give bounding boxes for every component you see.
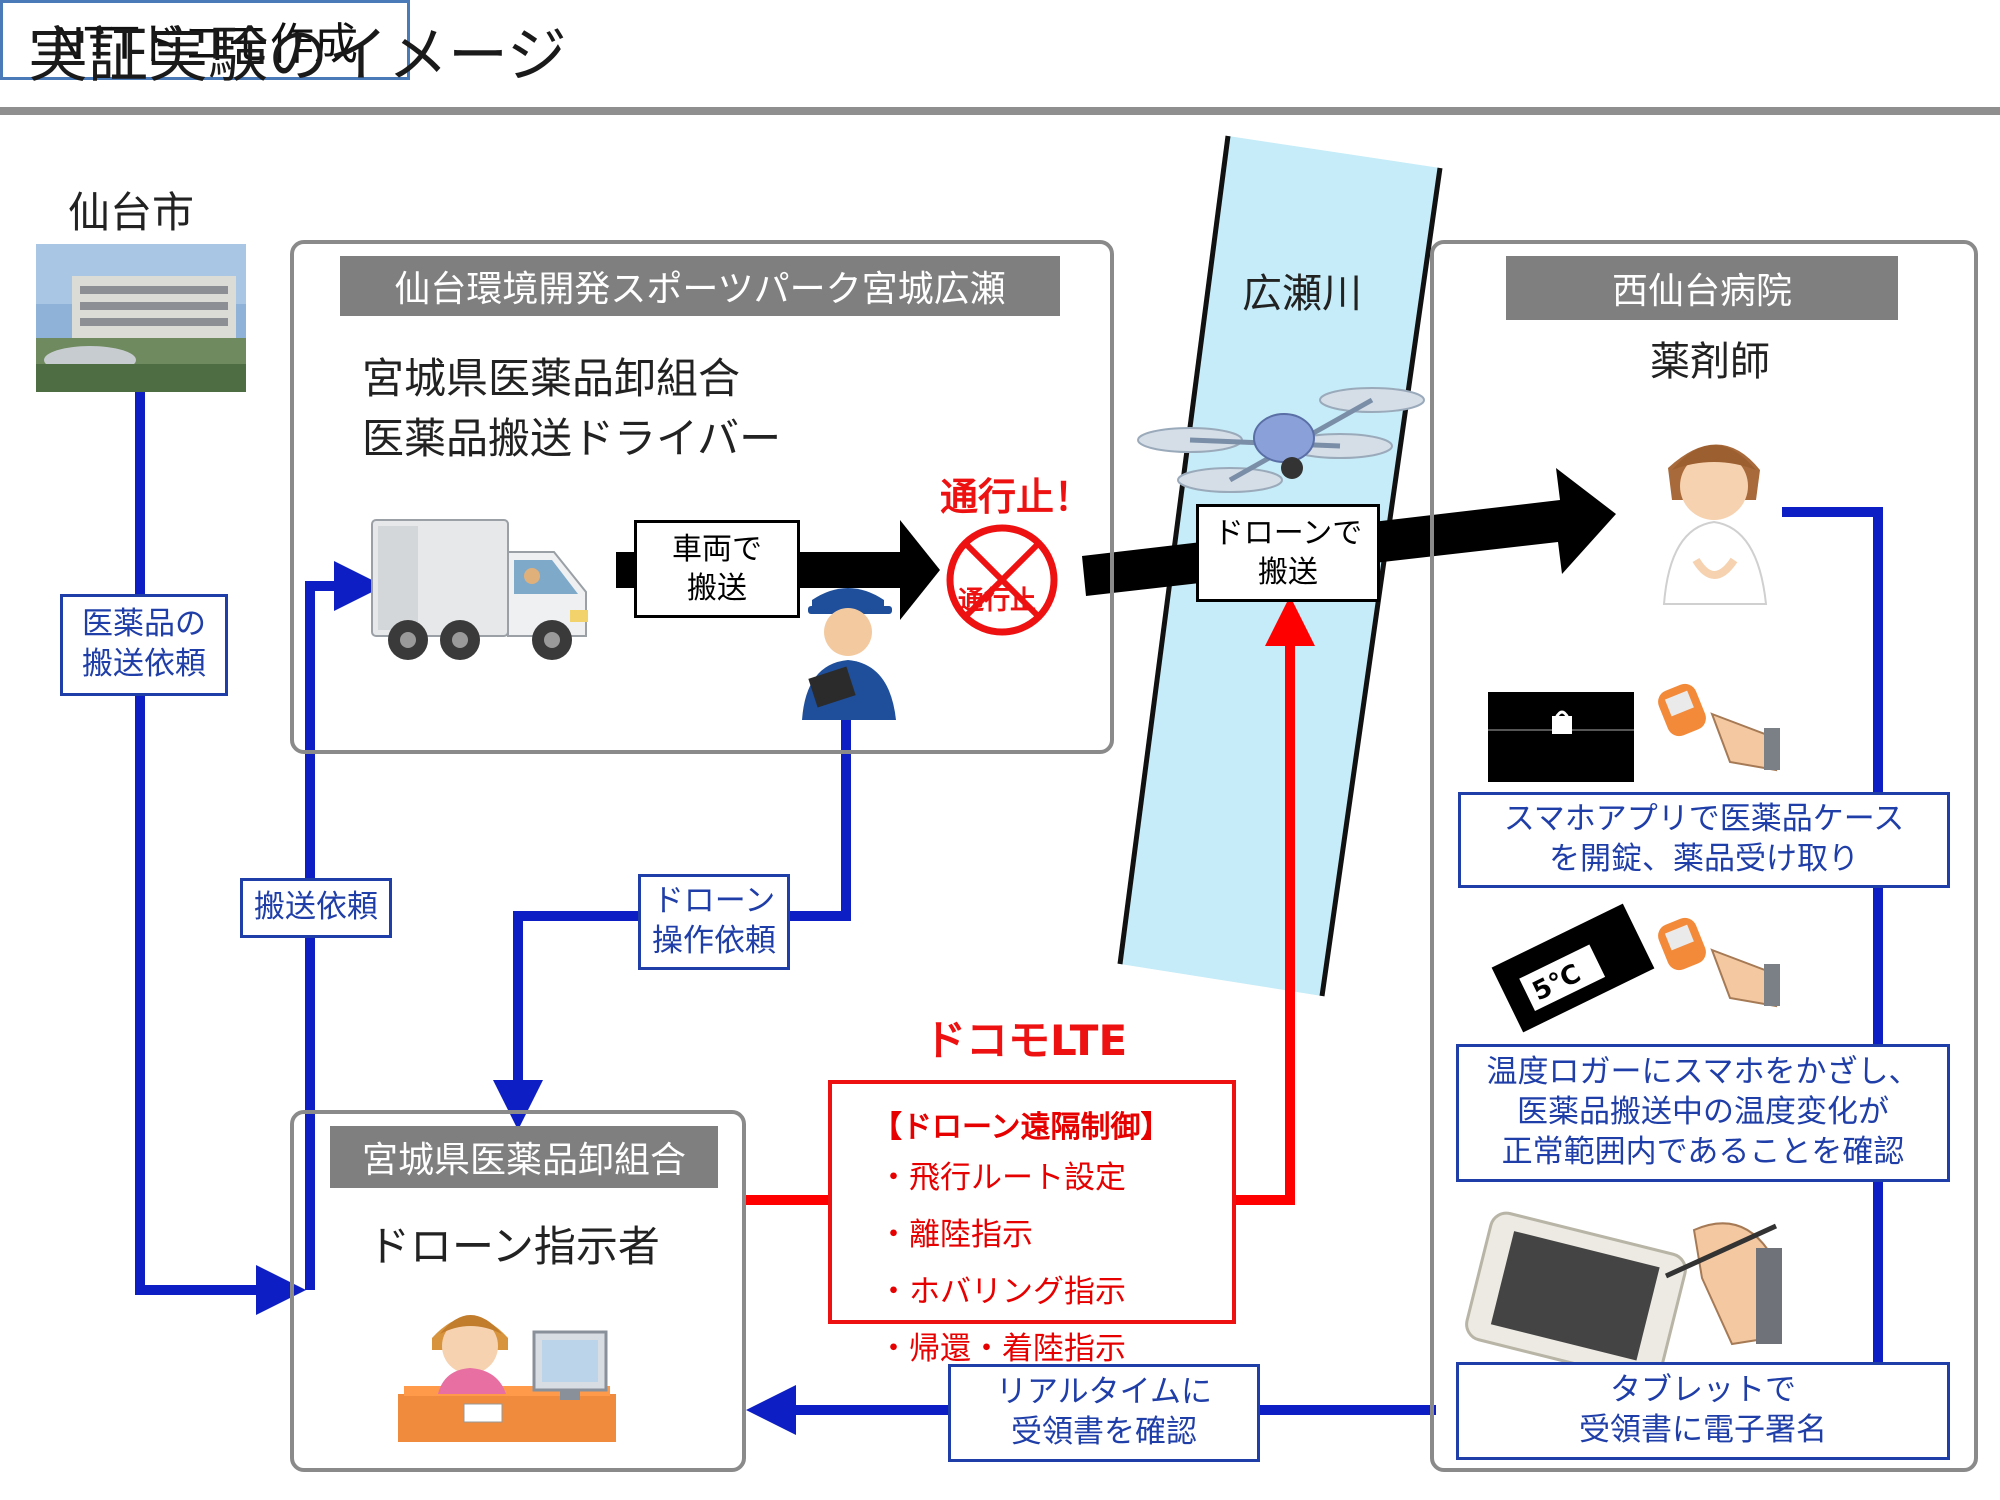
vehicle-transport-box: 車両で 搬送 bbox=[634, 520, 800, 618]
flow-label-transport-request: 搬送依頼 bbox=[240, 878, 392, 938]
remote-item-route: ・飛行ルート設定 bbox=[878, 1160, 1126, 1196]
no-entry-label: 通行止！ bbox=[940, 475, 1093, 519]
flow-city-to-wholesaler bbox=[135, 392, 307, 1315]
step-sign-line2: 受領書に電子署名 bbox=[1579, 1412, 1827, 1448]
flow-transport-request bbox=[305, 561, 385, 1290]
drone-illustration bbox=[1137, 387, 1425, 493]
realtime-line1: リアルタイムに bbox=[995, 1374, 1213, 1411]
remote-item-takeoff: ・離陸指示 bbox=[878, 1217, 1033, 1253]
vehicle-box-line1: 車両で bbox=[672, 532, 762, 567]
sports-park-line2: 医薬品搬送ドライバー bbox=[362, 414, 782, 463]
vehicle-box-line2: 搬送 bbox=[687, 571, 747, 606]
step-check-temperature: 温度ロガーにスマホをかざし、 医薬品搬送中の温度変化が 正常範囲内であることを確… bbox=[1456, 1044, 1950, 1182]
river-bank-right bbox=[1319, 167, 1443, 997]
hospital-header: 西仙台病院 bbox=[1506, 256, 1898, 320]
step-e-signature: タブレットで 受領書に電子署名 bbox=[1456, 1362, 1950, 1460]
drone-box-line1: ドローンで bbox=[1213, 516, 1363, 551]
pharmacist-label: 薬剤師 bbox=[1650, 339, 1770, 385]
sendai-city-label: 仙台市 bbox=[68, 188, 195, 237]
step-unlock-case: スマホアプリで医薬品ケース を開錠、薬品受け取り bbox=[1458, 792, 1950, 888]
red-link-to-drone bbox=[1234, 595, 1315, 1205]
wholesaler-header: 宮城県医薬品卸組合 bbox=[330, 1126, 718, 1188]
step-temp-line2: 医薬品搬送中の温度変化が bbox=[1517, 1094, 1889, 1131]
drone-operation-line1: ドローン bbox=[652, 883, 776, 920]
temperature-logger-icon bbox=[1491, 903, 1655, 1033]
step-unlock-line1: スマホアプリで医薬品ケース bbox=[1503, 801, 1905, 838]
step-temp-line3: 正常範囲内であることを確認 bbox=[1501, 1133, 1905, 1170]
flow-label-request-meds: 医薬品の 搬送依頼 bbox=[60, 594, 228, 696]
step-temp-line1: 温度ロガーにスマホをかざし、 bbox=[1486, 1054, 1920, 1091]
request-meds-line1: 医薬品の bbox=[82, 606, 206, 643]
sports-park-panel bbox=[290, 240, 1114, 754]
no-entry-sign-text: 通行止 bbox=[958, 586, 1037, 616]
driver-worker-icon bbox=[802, 588, 896, 720]
request-meds-line2: 搬送依頼 bbox=[82, 646, 206, 682]
docomo-lte-label: ドコモLTE bbox=[924, 1016, 1128, 1065]
medicine-case-icon bbox=[1488, 692, 1634, 782]
river-label: 広瀬川 bbox=[1242, 271, 1362, 317]
drone-transport-box: ドローンで 搬送 bbox=[1196, 504, 1380, 602]
sports-park-header: 仙台環境開発スポーツパーク宮城広瀬 bbox=[340, 256, 1060, 316]
flow-label-drone-operation: ドローン 操作依頼 bbox=[638, 874, 790, 970]
wholesaler-panel bbox=[290, 1110, 746, 1472]
remote-item-return-landing: ・帰還・着陸指示 bbox=[878, 1331, 1126, 1367]
sendai-city-hall-photo bbox=[36, 244, 246, 392]
smartphone-hand-icon-2 bbox=[1658, 917, 1780, 1008]
page-title: 実証実験のイメージ bbox=[28, 21, 567, 91]
drone-operation-line2: 操作依頼 bbox=[652, 923, 776, 959]
realtime-line2: 受領書を確認 bbox=[1011, 1414, 1197, 1450]
remote-control-box: 【ドローン遠隔制御】 ・飛行ルート設定 ・離陸指示 ・ホバリング指示 ・帰還・着… bbox=[828, 1080, 1236, 1367]
credit-badge: NTTドコモ作成 bbox=[0, 0, 410, 80]
step-unlock-line2: を開錠、薬品受け取り bbox=[1549, 841, 1859, 877]
remote-control-caption: 【ドローン遠隔制御】 bbox=[872, 1110, 1171, 1145]
remote-item-hover: ・ホバリング指示 bbox=[878, 1274, 1126, 1310]
sports-park-line1: 宮城県医薬品卸組合 bbox=[362, 354, 741, 403]
tablet-signing-icon bbox=[1465, 1211, 1782, 1383]
title-divider bbox=[0, 107, 2000, 115]
smartphone-hand-icon bbox=[1658, 683, 1780, 772]
drone-instructor-label: ドローン指示者 bbox=[368, 1222, 660, 1271]
step-sign-line1: タブレットで bbox=[1610, 1372, 1796, 1409]
drone-operator-illustration bbox=[398, 1315, 616, 1442]
truck-illustration bbox=[371, 519, 588, 660]
pharmacist-illustration bbox=[1662, 444, 1768, 605]
transport-request-text: 搬送依頼 bbox=[254, 889, 378, 926]
hospital-panel bbox=[1430, 240, 1978, 1472]
drone-box-line2: 搬送 bbox=[1258, 555, 1318, 590]
no-entry-sign-icon bbox=[946, 524, 1058, 636]
flow-label-realtime-receipt: リアルタイムに 受領書を確認 bbox=[948, 1364, 1260, 1462]
